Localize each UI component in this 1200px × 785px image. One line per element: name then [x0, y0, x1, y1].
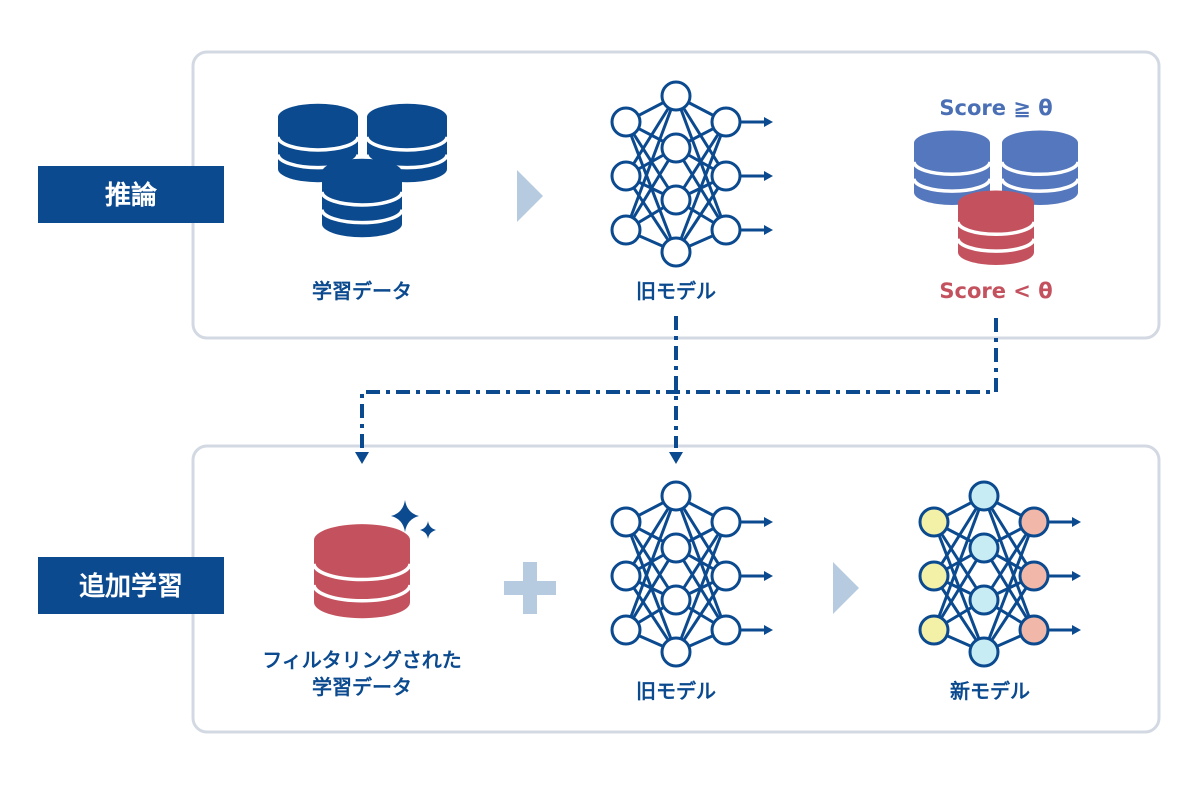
- neural-network-icon: [610, 480, 773, 668]
- arrow-down-icon: [355, 452, 369, 464]
- nn-node: [918, 614, 950, 646]
- nn-node: [968, 480, 1000, 512]
- database-cylinder: [1000, 130, 1080, 205]
- nn-node: [1018, 560, 1050, 592]
- nn-node: [660, 236, 692, 268]
- inference-label: 推論: [105, 180, 158, 211]
- database-cylinder: [912, 130, 992, 205]
- database-cylinder: [956, 190, 1036, 265]
- nn-node: [1018, 506, 1050, 538]
- nn-node: [918, 506, 950, 538]
- nn-node: [660, 636, 692, 668]
- nn-node: [660, 80, 692, 112]
- nn-node: [710, 614, 742, 646]
- nn-node: [710, 506, 742, 538]
- sparkle-icon: [420, 521, 436, 539]
- new-model-label: 新モデル: [950, 679, 1030, 703]
- nn-node: [610, 614, 642, 646]
- dashed-connectors: [360, 316, 998, 450]
- nn-node: [710, 106, 742, 138]
- nn-node: [660, 480, 692, 512]
- nn-node: [660, 184, 692, 216]
- arrow-down-icon: [669, 452, 683, 464]
- filtered-data-label-line2: 学習データ: [312, 675, 412, 699]
- training-data-label: 学習データ: [312, 279, 412, 303]
- plus-icon: [504, 562, 556, 614]
- chevron-right-icon: [833, 562, 859, 614]
- nn-node: [610, 506, 642, 538]
- old-model-label: 旧モデル: [636, 279, 716, 303]
- database-icon: [276, 103, 449, 238]
- nn-node: [610, 214, 642, 246]
- neural-network-icon: [918, 480, 1081, 668]
- score-low-label: Score < θ: [939, 279, 1052, 303]
- sparkle-icon: [391, 500, 419, 532]
- neural-network-icon: [610, 80, 773, 268]
- retraining-label-tag: 追加学習: [38, 557, 224, 614]
- nn-node: [710, 160, 742, 192]
- nn-node: [968, 584, 1000, 616]
- nn-node: [660, 132, 692, 164]
- filtered-data-label-line1: フィルタリングされた: [262, 648, 462, 672]
- nn-node: [710, 560, 742, 592]
- database-cylinder: [320, 158, 404, 238]
- nn-node: [610, 160, 642, 192]
- database-icon: [312, 524, 412, 619]
- retraining-label: 追加学習: [79, 571, 183, 602]
- nn-node: [968, 636, 1000, 668]
- database-cylinder: [312, 524, 412, 619]
- score-high-label: Score ≧ θ: [939, 96, 1052, 120]
- nn-node: [918, 560, 950, 592]
- nn-node: [610, 106, 642, 138]
- inference-label-tag: 推論: [38, 166, 224, 223]
- nn-node: [1018, 614, 1050, 646]
- nn-node: [710, 214, 742, 246]
- nn-node: [610, 560, 642, 592]
- nn-node: [660, 584, 692, 616]
- old-model-label: 旧モデル: [636, 679, 716, 703]
- nn-node: [660, 532, 692, 564]
- chevron-right-icon: [517, 170, 543, 222]
- database-icon: [912, 130, 1080, 265]
- nn-node: [968, 532, 1000, 564]
